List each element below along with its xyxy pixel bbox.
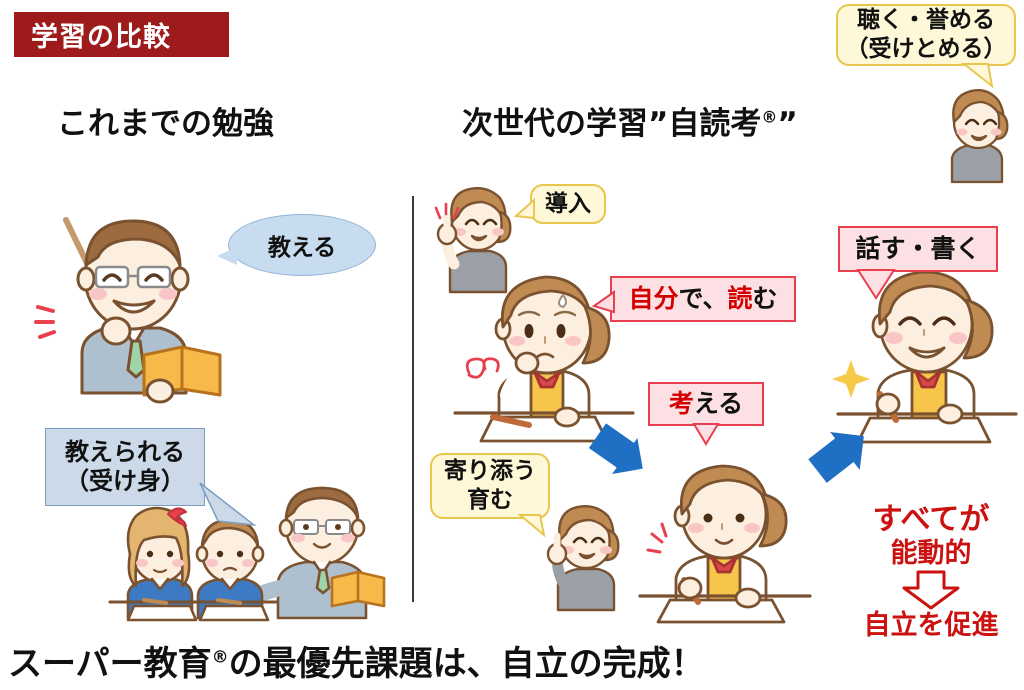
bubble-read-seg3: 読 bbox=[727, 284, 753, 313]
helper-pointing-illustration bbox=[540, 500, 632, 612]
bubble-read-seg2: で、 bbox=[678, 284, 728, 313]
teacher-with-pointer-illustration bbox=[20, 195, 235, 405]
bubble-read-seg4: む bbox=[752, 284, 778, 313]
right-column-heading: 次世代の学習”自読考®” bbox=[462, 98, 798, 143]
bubble-introduction-text: 導入 bbox=[545, 190, 591, 217]
bubble-accompany-nurture: 寄り添う 育む bbox=[430, 453, 550, 538]
caption-registered-mark: ® bbox=[211, 647, 229, 668]
left-column-heading: これまでの勉強 bbox=[57, 98, 274, 143]
right-column-heading-quote: ” bbox=[777, 106, 798, 142]
bubble-think-seg1: 考 bbox=[668, 389, 694, 418]
bubble-read-seg1: 自分 bbox=[628, 284, 679, 313]
column-divider bbox=[412, 196, 414, 602]
bubble-listen-praise-line2: （受けとめる） bbox=[845, 36, 1007, 62]
girl-happy-writing-illustration bbox=[832, 262, 1018, 444]
bubble-accompany-line1: 寄り添う bbox=[444, 458, 536, 485]
girl-raising-hand-illustration bbox=[432, 182, 524, 294]
flow-arrow-2 bbox=[806, 424, 876, 494]
bubble-listen-praise-tail bbox=[961, 63, 994, 89]
bubble-taught-line2: （受け身） bbox=[65, 467, 185, 495]
bubble-taught-passive: 教えられる （受け身） bbox=[45, 428, 257, 527]
bottom-caption: スーパー教育®の最優先課題は、自立の完成！ bbox=[8, 636, 705, 685]
registered-mark-heading: ® bbox=[761, 107, 778, 127]
summary-block: すべてが 能動的 自立を促進 bbox=[846, 502, 1016, 643]
summary-line3: 自立を促進 bbox=[863, 610, 999, 642]
summary-line1: すべてが bbox=[872, 502, 990, 537]
down-arrow-icon bbox=[846, 570, 1016, 610]
bubble-think-text: 考える bbox=[669, 389, 743, 419]
bubble-think-tail bbox=[692, 423, 720, 446]
bubble-read-by-self: 自分で、読む bbox=[591, 276, 796, 322]
bubble-think-seg2: える bbox=[693, 389, 744, 418]
bubble-introduction-tail bbox=[513, 197, 535, 220]
title-banner: 学習の比較 bbox=[14, 12, 229, 57]
bubble-speak-write-tail bbox=[856, 269, 896, 300]
bubble-read-by-self-text: 自分で、読む bbox=[628, 284, 777, 314]
caption-part2: の最優先課題は、自立の完成！ bbox=[228, 644, 705, 684]
right-column-heading-text: 次世代の学習”自読考 bbox=[462, 106, 762, 142]
bubble-taught-tail bbox=[199, 482, 257, 527]
girl-thinking-illustration bbox=[638, 462, 812, 624]
bubble-teach-text: 教える bbox=[267, 235, 337, 261]
bubble-teach-tail bbox=[217, 247, 237, 265]
passive-students-illustration bbox=[108, 486, 386, 622]
bubble-accompany-tail bbox=[517, 514, 546, 538]
bubble-accompany-line2: 育む bbox=[467, 487, 513, 513]
caption-part1: スーパー教育 bbox=[8, 644, 212, 684]
bubble-listen-praise: 聴く・誉める （受けとめる） bbox=[836, 4, 1016, 89]
left-column-heading-text: これまでの勉強 bbox=[57, 106, 274, 142]
summary-line2: 能動的 bbox=[890, 538, 972, 569]
bubble-read-tail bbox=[591, 290, 615, 314]
title-text: 学習の比較 bbox=[31, 22, 171, 53]
bubble-taught-line1: 教えられる bbox=[65, 437, 185, 466]
bubble-think: 考える bbox=[648, 382, 764, 446]
bubble-speak-write: 話す・書く bbox=[838, 226, 998, 300]
bubble-teach: 教える bbox=[217, 214, 376, 276]
bubble-introduction: 導入 bbox=[513, 184, 606, 224]
flow-arrow-1 bbox=[586, 423, 652, 496]
bubble-listen-praise-line1: 聴く・誉める bbox=[857, 7, 995, 34]
woman-listening-illustration bbox=[940, 88, 1016, 184]
bubble-speak-write-text: 話す・書く bbox=[855, 234, 981, 263]
